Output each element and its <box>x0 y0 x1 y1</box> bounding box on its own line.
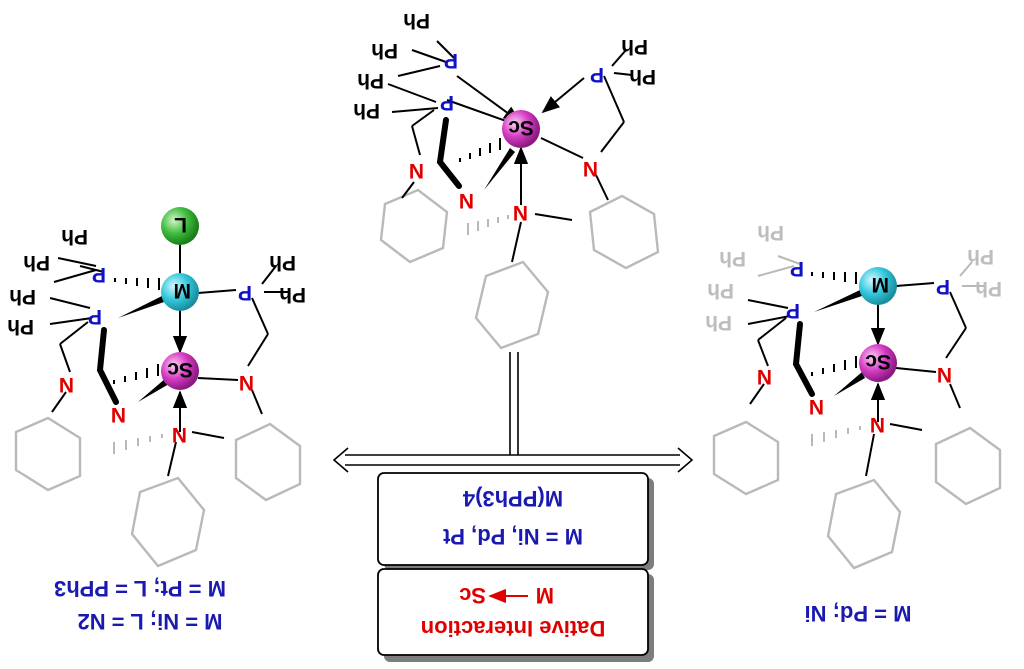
phosphorus-label: P <box>786 299 800 322</box>
m-sc-complex-left: L M Sc P P P Ph Ph Ph Ph Ph Ph N N N N <box>7 207 306 568</box>
reagent-formula: M(PPh3)4 <box>462 486 563 511</box>
dative-scandium-label: Sc <box>459 583 486 608</box>
ligand-label: L <box>174 213 187 236</box>
aryl-ring-left-left <box>14 416 82 492</box>
phosphorus-label: P <box>440 91 454 114</box>
phosphorus-label: P <box>590 63 604 86</box>
phenyl-label: Ph <box>975 277 1002 300</box>
reaction-arrows <box>332 352 694 473</box>
nitrogen-label: N <box>111 403 126 426</box>
scandium-label: Sc <box>508 116 534 139</box>
aryl-ring-right-right <box>934 426 1002 506</box>
wedge-bond <box>834 372 865 396</box>
nitrogen-label: N <box>937 363 952 386</box>
phenyl-label: Ph <box>967 245 994 268</box>
nitrogen-label: N <box>757 365 772 388</box>
ligand-sphere <box>161 207 199 245</box>
nitrogen-label: N <box>513 201 528 224</box>
dative-interaction-label: Dative Interaction <box>421 616 606 641</box>
left-caption-line1: M = Pt; L = PPh3 <box>54 576 226 601</box>
metal-label: M <box>872 273 890 296</box>
nitrogen-label: N <box>172 423 187 446</box>
phenyl-label: Ph <box>61 225 88 248</box>
metal-label: M <box>174 279 192 302</box>
dative-box: M Sc Dative Interaction <box>377 568 654 662</box>
phenyl-label: Ph <box>621 35 648 58</box>
aryl-ring-left-bottom <box>130 476 206 568</box>
nitrogen-label: N <box>809 395 824 418</box>
scandium-sphere <box>859 344 897 382</box>
aryl-ring-left-right <box>234 422 302 502</box>
phenyl-label: Ph <box>279 283 306 306</box>
phenyl-label: Ph <box>269 251 296 274</box>
scandium-label: Sc <box>167 358 193 381</box>
left-caption-line2: M = Ni; L = N2 <box>77 609 222 634</box>
sc-complex-top: Sc P P P Ph Ph Ph Ph Ph Ph N N N N <box>353 9 660 350</box>
phenyl-label: Ph <box>403 9 430 32</box>
scandium-sphere <box>502 110 540 148</box>
reagent-metals: M = Ni, Pd, Pt <box>442 524 583 549</box>
nitrogen-label: N <box>59 373 74 396</box>
metal-sphere <box>859 267 897 305</box>
phenyl-label: Ph <box>707 279 734 302</box>
metal-sphere <box>161 273 199 311</box>
phenyl-label: Ph <box>757 221 784 244</box>
phenyl-label: Ph <box>23 251 50 274</box>
right-caption: M = Pd; Ni <box>805 601 912 626</box>
phenyl-label: Ph <box>719 247 746 270</box>
nitrogen-label: N <box>239 371 254 394</box>
scandium-label: Sc <box>865 350 891 373</box>
m-sc-complex-right: M Sc P P P Ph Ph Ph Ph Ph Ph N N N N <box>705 221 1002 570</box>
aryl-ring-top-right <box>588 194 660 270</box>
scandium-sphere <box>161 352 199 390</box>
phosphorus-label: P <box>88 305 102 328</box>
wedge-bond <box>138 378 169 402</box>
phosphorus-label: P <box>92 263 106 286</box>
nitrogen-label: N <box>459 189 474 212</box>
phenyl-label: Ph <box>9 285 36 308</box>
dative-metal-label: M <box>536 583 554 608</box>
phenyl-label: Ph <box>357 69 384 92</box>
phenyl-label: Ph <box>7 315 34 338</box>
phenyl-label: Ph <box>353 99 380 122</box>
wedge-bond <box>484 148 515 190</box>
phenyl-label: Ph <box>629 65 656 88</box>
reagent-box: M(PPh3)4 M = Ni, Pd, Pt <box>377 472 654 570</box>
aryl-ring-top-bottom <box>474 260 550 350</box>
phosphorus-label: P <box>790 257 804 280</box>
nitrogen-label: N <box>583 157 598 180</box>
phenyl-label: Ph <box>705 311 732 334</box>
phosphorus-label: P <box>238 281 252 304</box>
wedge-bond <box>814 290 862 312</box>
phosphorus-label: P <box>444 49 458 72</box>
wedge-bond <box>118 296 164 318</box>
aryl-ring-right-left <box>712 420 780 496</box>
aryl-ring-right-bottom <box>826 478 902 570</box>
aryl-ring-top-left <box>379 188 449 264</box>
phosphorus-label: P <box>936 275 950 298</box>
phenyl-label: Ph <box>371 39 398 62</box>
nitrogen-label: N <box>870 413 885 436</box>
nitrogen-label: N <box>409 159 424 182</box>
